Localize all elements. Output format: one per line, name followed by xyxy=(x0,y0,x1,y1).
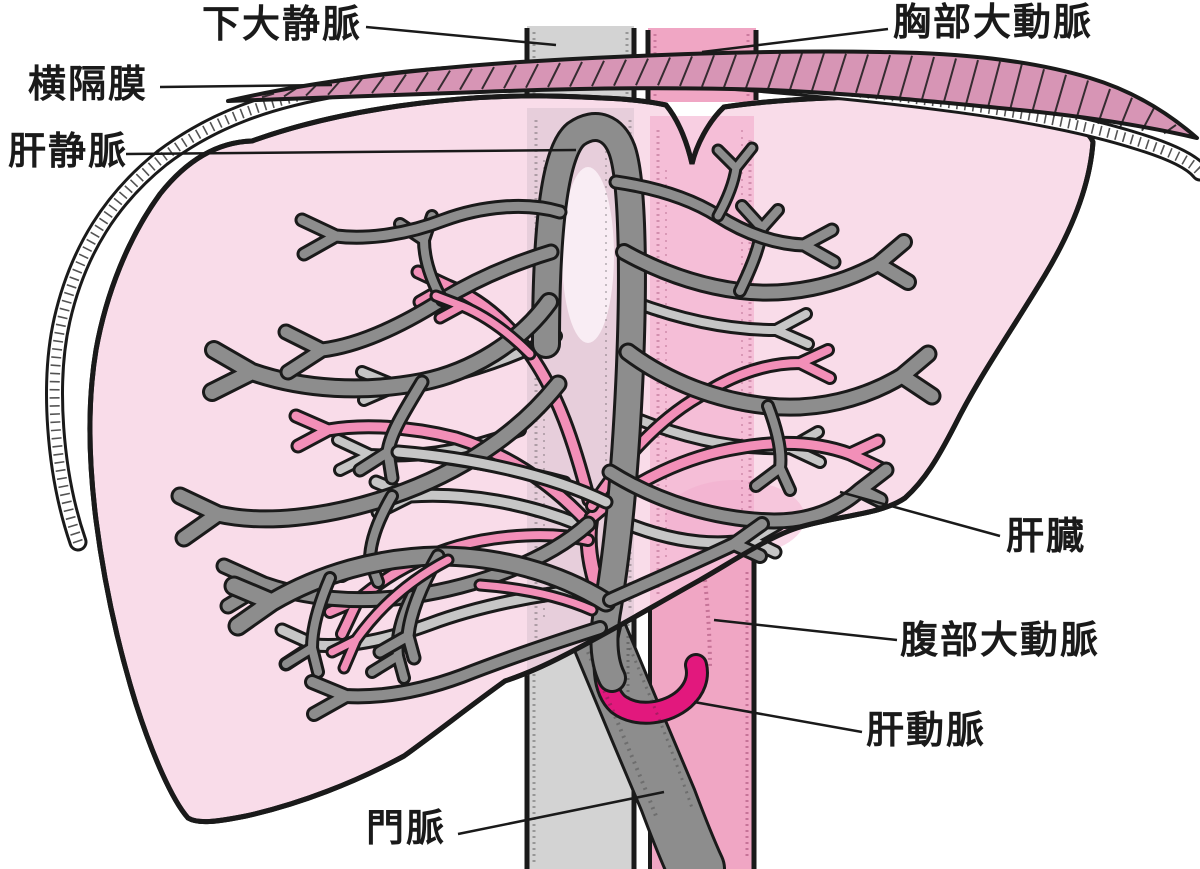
leader-diaphragm xyxy=(159,83,333,89)
bile-duct-5 xyxy=(630,298,812,348)
liver-outline xyxy=(87,93,1096,825)
hv-left-1-sub xyxy=(355,377,427,483)
hepatic-artery-branch-6 xyxy=(328,556,452,672)
leader-portal-vein xyxy=(457,790,665,836)
leader-hepatic-vein xyxy=(125,148,577,156)
label-inferior-vena-cava: 下大静脈 xyxy=(202,4,363,46)
vessel-tree-overlay xyxy=(325,289,614,675)
leader-hepatic-artery xyxy=(693,700,863,734)
hepatic-artery-branch-7 xyxy=(432,292,534,358)
portal-left-sub-2 xyxy=(282,574,334,676)
label-hepatic-artery: 肝動脈 xyxy=(866,710,987,752)
label-liver: 肝臓 xyxy=(1006,516,1087,558)
portal-branch-low xyxy=(307,623,605,719)
label-thoracic-aorta: 胸部大動脈 xyxy=(893,2,1094,44)
diaphragm-band xyxy=(226,49,1199,140)
leader-inferior-vena-cava xyxy=(365,25,557,47)
leader-abdominal-aorta xyxy=(713,618,898,642)
leader-lines xyxy=(125,25,1001,836)
diaphragm-hatching xyxy=(261,52,1177,135)
arch-inner-pale xyxy=(562,167,614,343)
aorta-through-liver xyxy=(650,116,754,608)
bile-duct-8 xyxy=(393,447,611,507)
label-portal-vein: 門脈 xyxy=(366,808,447,850)
leader-thoracic-aorta xyxy=(701,27,889,54)
hepatic-artery-branch-1 xyxy=(291,411,594,529)
label-hepatic-vein: 肝静脈 xyxy=(8,131,129,173)
hv-right-2-sub xyxy=(752,402,794,494)
hepatic-artery-branch-8 xyxy=(476,581,596,614)
label-abdominal-aorta: 腹部大動脈 xyxy=(900,620,1101,662)
label-diaphragm: 横隔膜 xyxy=(28,64,149,106)
leader-liver xyxy=(839,490,1001,538)
intrahepatic-vessel-tree xyxy=(170,112,942,722)
hepatic-vein-left-5 xyxy=(297,201,565,259)
hv-right-3-sub xyxy=(714,144,756,220)
